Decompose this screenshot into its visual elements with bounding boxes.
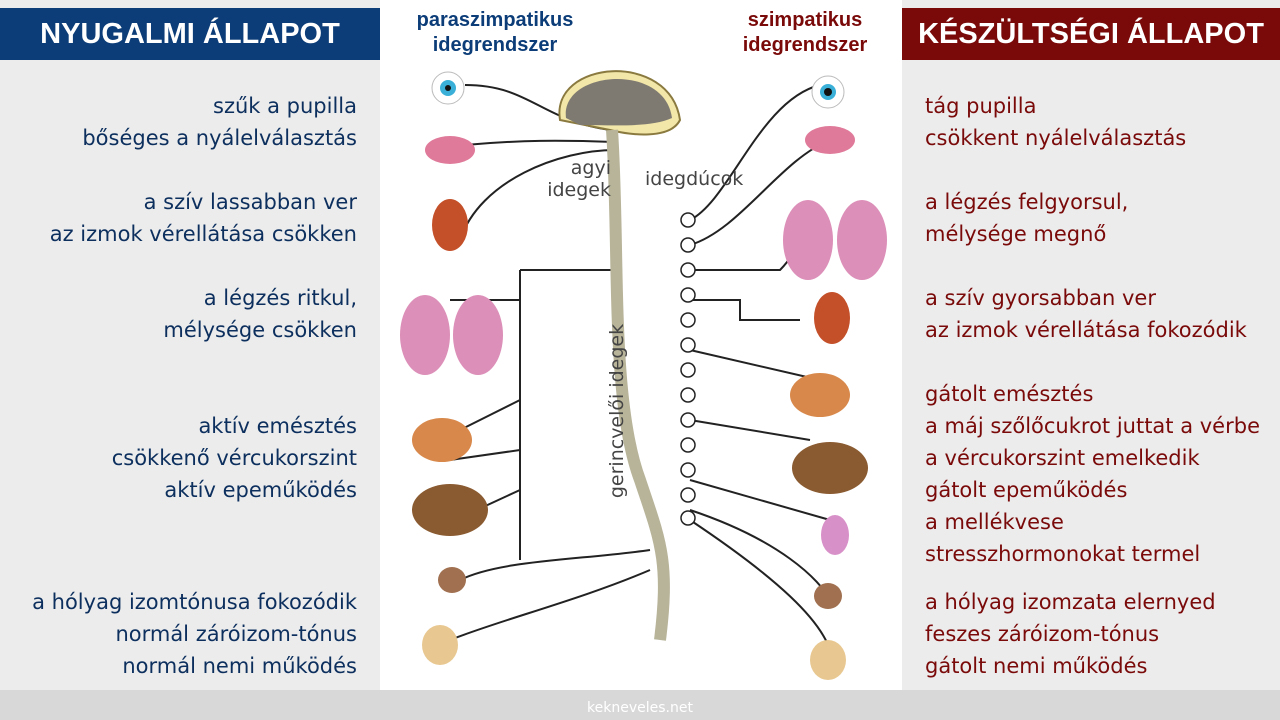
footer-bar: [0, 690, 1280, 720]
effect-text: a légzés felgyorsul,: [925, 190, 1129, 214]
parasympathetic-title: paraszimpatikus idegrendszer: [395, 8, 595, 58]
ganglia-chain: [680, 212, 696, 526]
adrenal-kidney: [821, 515, 849, 555]
alert-effects-heart: a szív gyorsabban ver az izmok vérellátás…: [925, 282, 1247, 346]
genitals-left: [422, 625, 458, 665]
effect-text: mélysége csökken: [163, 318, 357, 342]
right-panel: [902, 0, 1280, 690]
spinal-nerves-label: gerincvelői idegek: [606, 323, 628, 499]
effect-text: gátolt emésztés: [925, 382, 1094, 406]
heart-right: [814, 292, 850, 344]
label-line: agyi: [570, 157, 611, 179]
rest-effects-heart: a szív lassabban ver az izmok vérellátása…: [50, 186, 357, 250]
effect-text: gátolt nemi működés: [925, 654, 1148, 678]
lungs-left: [400, 295, 450, 375]
rest-effects-digestion: aktív emésztés csökkenő vércukorszint aktí…: [112, 410, 357, 506]
effect-text: a vércukorszint emelkedik: [925, 446, 1200, 470]
rest-effects-lungs: a légzés ritkul, mélysége csökken: [163, 282, 357, 346]
title-line: szimpatikus: [747, 9, 863, 31]
effect-text: a légzés ritkul,: [203, 286, 357, 310]
effect-text: a szív gyorsabban ver: [925, 286, 1156, 310]
left-panel: [0, 0, 380, 690]
effect-text: stresszhormonokat termel: [925, 542, 1201, 566]
effect-text: aktív emésztés: [198, 414, 357, 438]
stomach-right: [790, 373, 850, 417]
nervous-system-diagram: [400, 70, 887, 680]
effect-text: csökkenő vércukorszint: [111, 446, 357, 470]
effect-text: a hólyag izomzata elernyed: [925, 590, 1216, 614]
effect-text: a szív lassabban ver: [143, 190, 357, 214]
title-line: idegrendszer: [432, 34, 558, 56]
effect-text: az izmok vérellátása fokozódik: [925, 318, 1247, 342]
effect-text: mélysége megnő: [925, 222, 1107, 246]
alert-state-header: KÉSZÜLTSÉGI ÁLLAPOT: [902, 8, 1280, 60]
bladder-left: [438, 567, 466, 593]
heart-left: [432, 199, 468, 251]
effect-text: tág pupilla: [925, 94, 1037, 118]
salivary-right: [805, 126, 855, 154]
organs: [400, 71, 887, 680]
liver-left: [412, 484, 488, 536]
footer-site: kekneveles.net: [587, 700, 693, 716]
effect-text: szűk a pupilla: [213, 94, 357, 118]
effect-text: a máj szőlőcukrot juttat a vérbe: [925, 414, 1260, 438]
effect-text: a mellékvese: [925, 510, 1064, 534]
salivary-left: [425, 136, 475, 164]
effect-text: bőséges a nyálelválasztás: [82, 126, 357, 150]
sympathetic-title: szimpatikus idegrendszer: [720, 8, 890, 58]
effect-text: aktív epeműködés: [164, 478, 357, 502]
stomach-left: [412, 418, 472, 462]
alert-effects-bladder: a hólyag izomzata elernyed feszes záróizo…: [925, 586, 1216, 682]
rest-effects-bladder: a hólyag izomtónusa fokozódik normál záró…: [32, 586, 357, 682]
effect-text: csökkent nyálelválasztás: [925, 126, 1187, 150]
spinal-cord: [606, 129, 670, 641]
effect-text: az izmok vérellátása csökken: [49, 222, 357, 246]
effect-text: normál záróizom-tónus: [115, 622, 357, 646]
effect-text: normál nemi működés: [122, 654, 357, 678]
alert-effects-eye-saliva: tág pupilla csökkent nyálelválasztás: [925, 90, 1186, 154]
brain: [558, 70, 682, 136]
alert-effects-digestion: gátolt emésztés a máj szőlőcukrot juttat …: [925, 378, 1260, 570]
ganglia-label: idegdúcok: [645, 168, 744, 190]
alert-effects-lungs: a légzés felgyorsul, mélysége megnő: [925, 186, 1128, 250]
rest-state-header: NYUGALMI ÁLLAPOT: [0, 8, 380, 60]
cranial-nerves-label: agyi idegek: [547, 157, 611, 201]
effect-text: a hólyag izomtónusa fokozódik: [32, 590, 357, 614]
effect-text: gátolt epeműködés: [925, 478, 1128, 502]
lungs-right: [783, 200, 833, 280]
effect-text: feszes záróizom-tónus: [925, 622, 1160, 646]
nerve-lines: [449, 84, 831, 651]
rest-effects-eye-saliva: szűk a pupilla bőséges a nyálelválasztás: [82, 90, 357, 154]
bladder-right: [814, 583, 842, 609]
genitals-right: [810, 640, 846, 680]
liver-right: [792, 442, 868, 494]
label-line: idegek: [547, 179, 611, 201]
title-line: paraszimpatikus: [416, 9, 574, 31]
title-line: idegrendszer: [742, 34, 868, 56]
